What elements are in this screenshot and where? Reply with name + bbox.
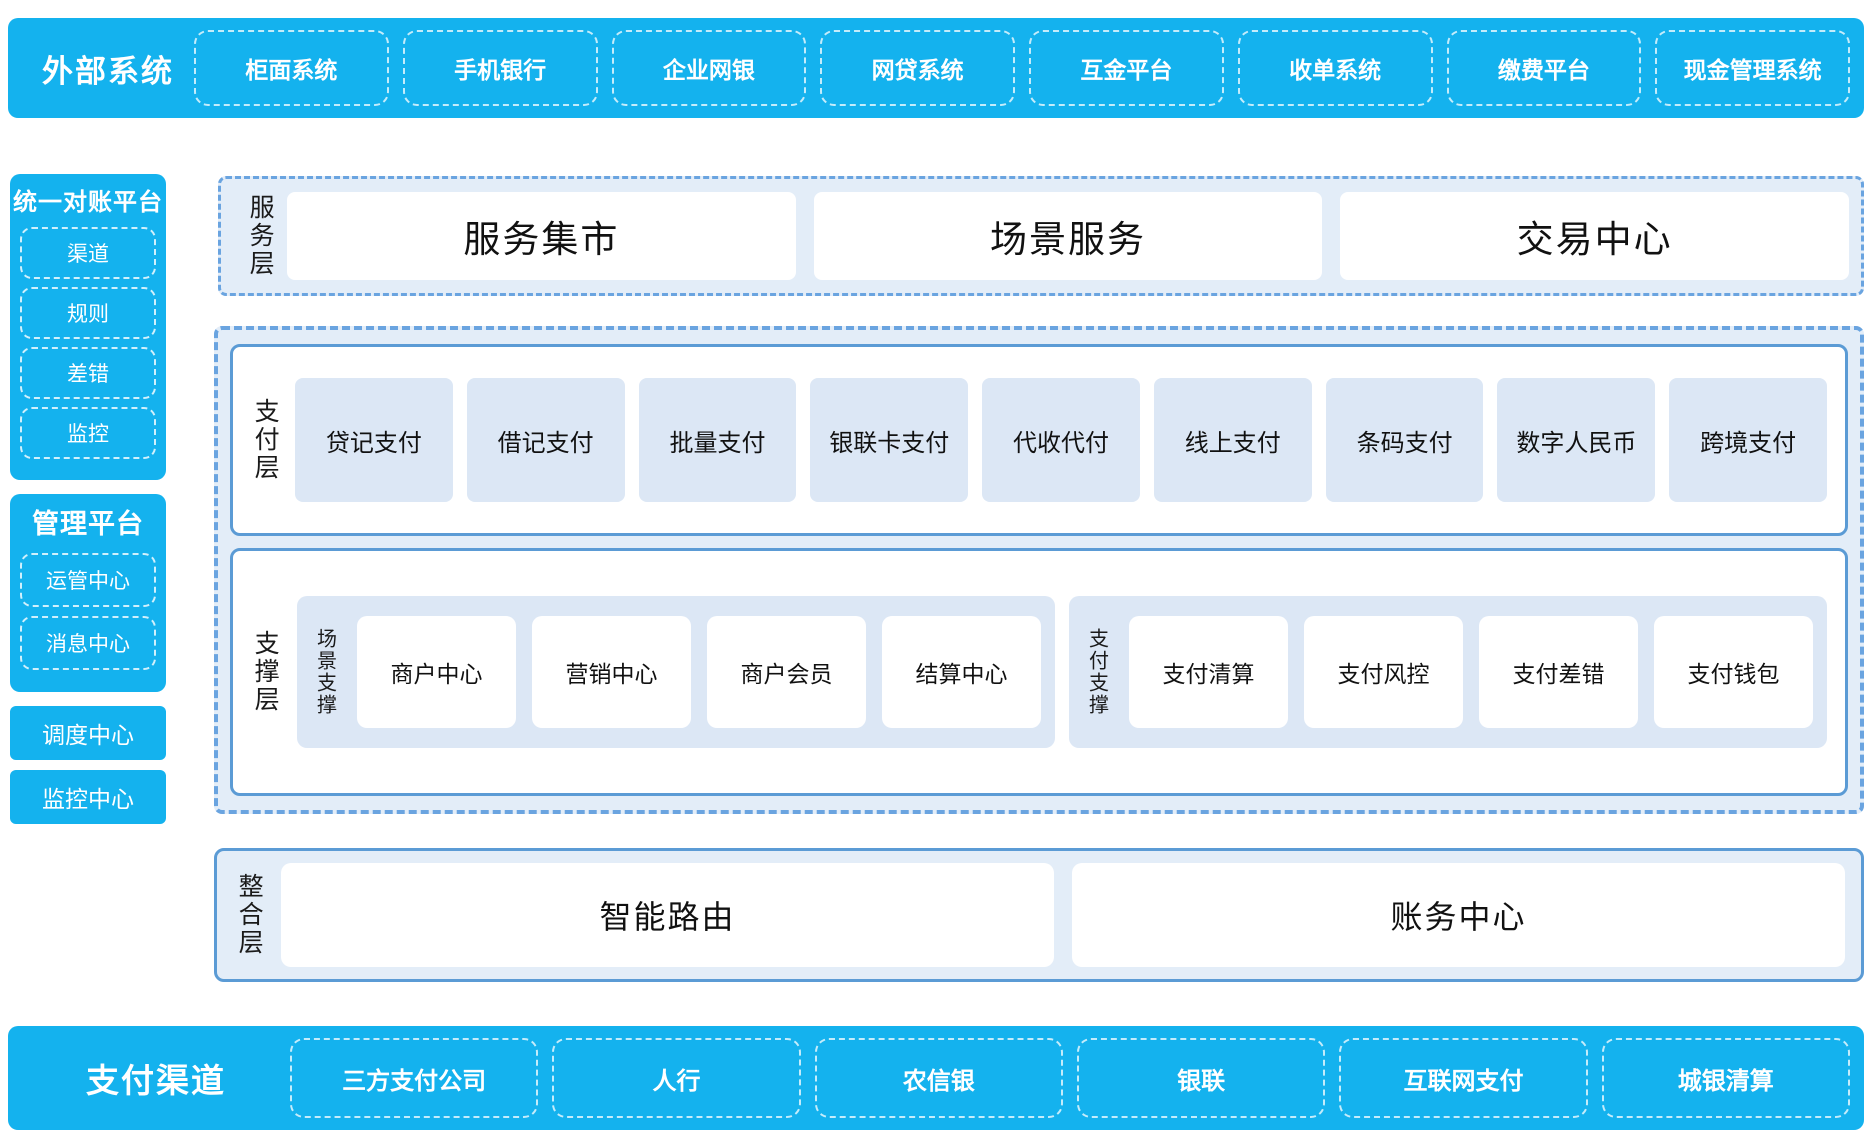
reconciliation-item-error[interactable]: 差错	[20, 347, 156, 399]
external-system-item-4[interactable]: 互金平台	[1029, 30, 1224, 106]
payment-item-4[interactable]: 代收代付	[982, 378, 1140, 502]
payment-channels-list: 三方支付公司 人行 农信银 银联 互联网支付 城银清算	[290, 1038, 1850, 1118]
external-system-item-7[interactable]: 现金管理系统	[1655, 30, 1850, 106]
reconciliation-platform-title: 统一对账平台	[13, 189, 163, 216]
payment-item-6[interactable]: 条码支付	[1325, 378, 1484, 502]
support-payment-item-0[interactable]: 支付清算	[1129, 616, 1288, 728]
core-layers-container: 支付层 贷记支付 借记支付 批量支付 银联卡支付 代收代付 线上支付 条码支付 …	[214, 326, 1864, 814]
payment-channel-item-1[interactable]: 人行	[552, 1038, 801, 1118]
support-payment-item-2[interactable]: 支付差错	[1479, 616, 1638, 728]
integration-item-0[interactable]: 智能路由	[281, 863, 1054, 967]
service-layer-container: 服务层 服务集市 场景服务 交易中心	[218, 176, 1864, 296]
reconciliation-item-monitor[interactable]: 监控	[20, 407, 156, 459]
service-item-0[interactable]: 服务集市	[287, 192, 796, 280]
payment-channels-bar: 支付渠道 三方支付公司 人行 农信银 银联 互联网支付 城银清算	[8, 1026, 1864, 1130]
reconciliation-platform-card: 统一对账平台 渠道 规则 差错 监控	[10, 174, 166, 480]
external-system-item-6[interactable]: 缴费平台	[1446, 30, 1642, 106]
payment-item-7[interactable]: 数字人民币	[1497, 378, 1656, 502]
service-layer-label: 服务层	[246, 194, 275, 278]
support-group-scenario: 场景支撑 商户中心 营销中心 商户会员 结算中心	[297, 596, 1055, 748]
payment-channel-item-2[interactable]: 农信银	[814, 1038, 1063, 1118]
integration-layer-label: 整合层	[235, 873, 264, 957]
support-group-scenario-label: 场景支撑	[313, 628, 336, 716]
service-layer-list: 服务集市 场景服务 交易中心	[287, 192, 1850, 280]
external-systems-title: 外部系统	[42, 53, 174, 89]
integration-layer-panel: 整合层 智能路由 账务中心	[214, 848, 1864, 982]
management-platform-title: 管理平台	[32, 509, 144, 539]
payment-channel-item-3[interactable]: 银联	[1076, 1038, 1326, 1118]
reconciliation-item-channel[interactable]: 渠道	[20, 227, 156, 279]
support-group-payment: 支付支撑 支付清算 支付风控 支付差错 支付钱包	[1069, 596, 1827, 748]
payment-channel-item-4[interactable]: 互联网支付	[1339, 1038, 1588, 1118]
support-scenario-item-2[interactable]: 商户会员	[707, 616, 866, 728]
external-systems-list: 柜面系统 手机银行 企业网银 网贷系统 互金平台 收单系统 缴费平台 现金管理系…	[194, 30, 1850, 106]
support-group-payment-label: 支付支撑	[1085, 628, 1108, 716]
external-system-item-1[interactable]: 手机银行	[402, 30, 598, 106]
payment-item-8[interactable]: 跨境支付	[1669, 378, 1828, 502]
payment-item-2[interactable]: 批量支付	[638, 378, 797, 502]
support-group-payment-list: 支付清算 支付风控 支付差错 支付钱包	[1129, 616, 1813, 728]
integration-layer-list: 智能路由 账务中心	[281, 863, 1845, 967]
support-scenario-item-3[interactable]: 结算中心	[882, 616, 1041, 728]
support-payment-item-1[interactable]: 支付风控	[1304, 616, 1463, 728]
support-group-scenario-list: 商户中心 营销中心 商户会员 结算中心	[357, 616, 1041, 728]
support-scenario-item-0[interactable]: 商户中心	[357, 616, 516, 728]
payment-layer-list: 贷记支付 借记支付 批量支付 银联卡支付 代收代付 线上支付 条码支付 数字人民…	[295, 378, 1828, 502]
management-platform-card: 管理平台 运管中心 消息中心	[10, 494, 166, 692]
support-layer-panel: 支撑层 场景支撑 商户中心 营销中心 商户会员 结算中心 支付支撑 支付清算	[230, 548, 1848, 796]
payment-item-3[interactable]: 银联卡支付	[810, 378, 969, 502]
monitor-center-card[interactable]: 监控中心	[10, 770, 166, 824]
payment-channel-item-0[interactable]: 三方支付公司	[290, 1038, 539, 1118]
external-system-item-2[interactable]: 企业网银	[611, 30, 807, 106]
integration-item-1[interactable]: 账务中心	[1072, 863, 1845, 967]
payment-layer-label: 支付层	[251, 398, 280, 482]
management-item-operations[interactable]: 运管中心	[20, 553, 156, 607]
payment-channels-title: 支付渠道	[86, 1062, 226, 1099]
external-system-item-0[interactable]: 柜面系统	[194, 30, 389, 106]
external-systems-bar: 外部系统 柜面系统 手机银行 企业网银 网贷系统 互金平台 收单系统 缴费平台 …	[8, 18, 1864, 118]
payment-item-1[interactable]: 借记支付	[466, 378, 625, 502]
payment-item-0[interactable]: 贷记支付	[295, 378, 453, 502]
external-system-item-5[interactable]: 收单系统	[1237, 30, 1433, 106]
reconciliation-item-rule[interactable]: 规则	[20, 287, 156, 339]
support-payment-item-3[interactable]: 支付钱包	[1654, 616, 1813, 728]
support-layer-groups: 场景支撑 商户中心 营销中心 商户会员 结算中心 支付支撑 支付清算 支付风控 …	[297, 596, 1827, 748]
dispatch-center-card[interactable]: 调度中心	[10, 706, 166, 760]
service-item-1[interactable]: 场景服务	[813, 192, 1323, 280]
payment-item-5[interactable]: 线上支付	[1153, 378, 1312, 502]
management-item-message[interactable]: 消息中心	[20, 616, 156, 670]
external-system-item-3[interactable]: 网贷系统	[820, 30, 1015, 106]
payment-layer-panel: 支付层 贷记支付 借记支付 批量支付 银联卡支付 代收代付 线上支付 条码支付 …	[230, 344, 1848, 536]
payment-channel-item-5[interactable]: 城银清算	[1601, 1038, 1850, 1118]
support-layer-label: 支撑层	[251, 630, 280, 714]
service-item-2[interactable]: 交易中心	[1340, 192, 1850, 280]
support-scenario-item-1[interactable]: 营销中心	[532, 616, 691, 728]
